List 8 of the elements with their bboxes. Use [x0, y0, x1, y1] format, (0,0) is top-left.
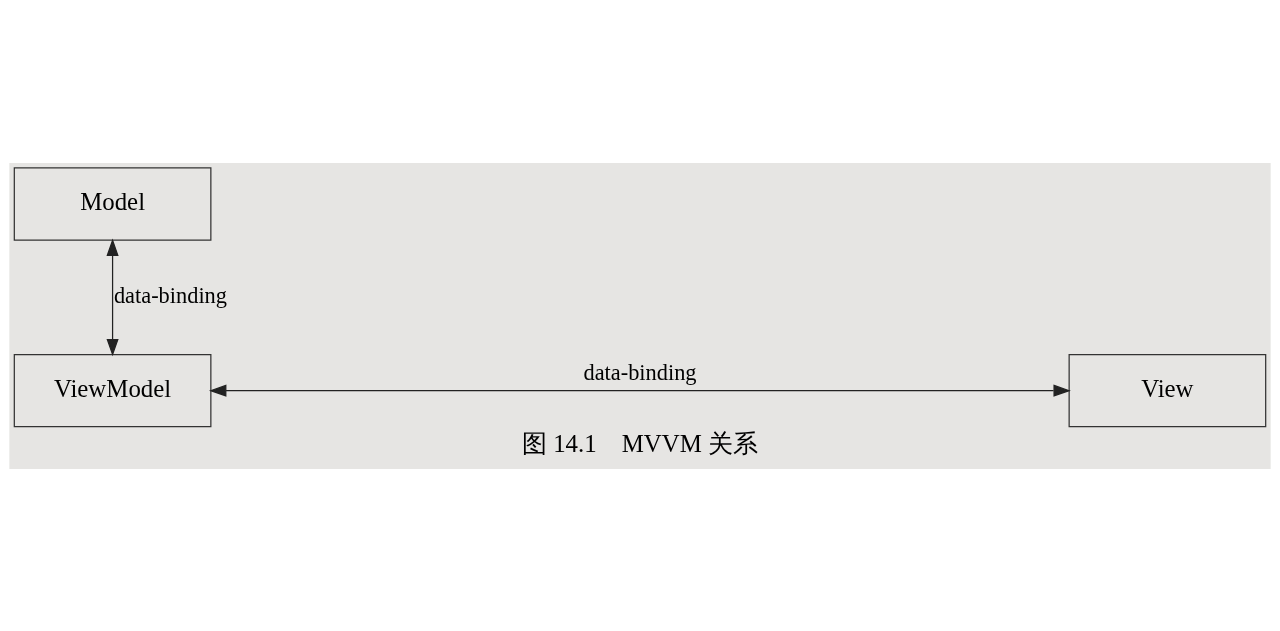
edge-label: data-binding — [113, 282, 227, 308]
edge-label: data-binding — [583, 359, 697, 385]
node-box: View — [1068, 353, 1267, 427]
node-box: ViewModel — [13, 353, 212, 427]
node-box: Model — [13, 166, 212, 241]
caption: 图 14.1 MVVM 关系 — [521, 429, 759, 457]
arrow — [209, 384, 1071, 397]
arrow — [106, 238, 119, 356]
